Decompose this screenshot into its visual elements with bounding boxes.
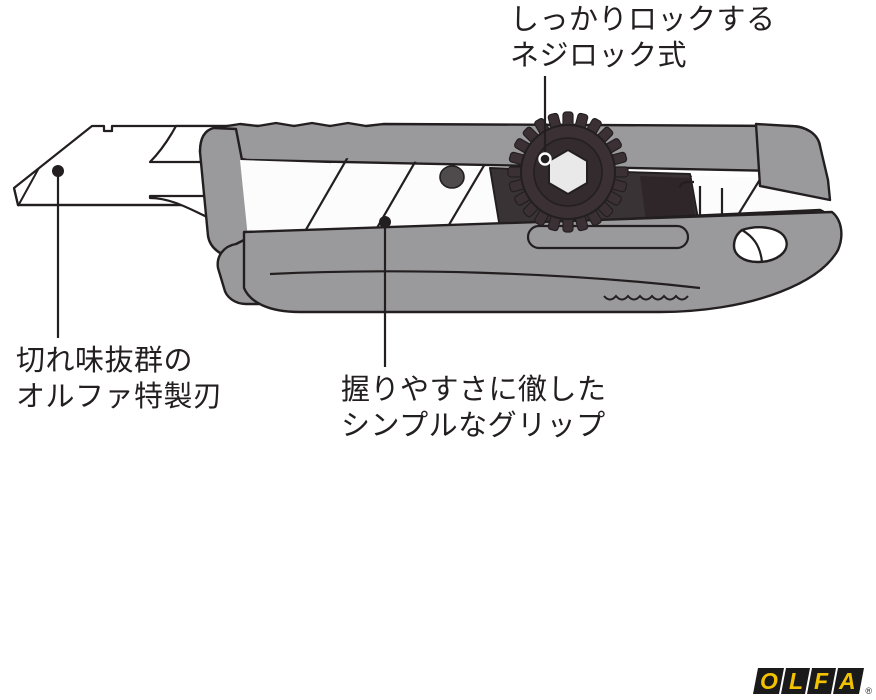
callout-grip-line1: 握りやすさに徹した xyxy=(341,374,607,406)
callout-screw-lock-line1: しっかりロックする xyxy=(510,4,776,36)
screw-lock-knob xyxy=(507,111,629,233)
olfa-letter-a: A xyxy=(838,668,856,694)
olfa-logo-mark: O L F A xyxy=(753,668,864,694)
callout-screw-lock: しっかりロックする ネジロック式 xyxy=(510,2,776,74)
olfa-letter-f: F xyxy=(814,668,829,694)
leader-dot-lock xyxy=(538,152,552,166)
callout-blade-line2: オルファ特製刃 xyxy=(16,381,223,413)
cutter-body xyxy=(198,121,843,314)
callout-grip-line2: シンプルなグリップ xyxy=(341,410,606,442)
callout-grip: 握りやすさに徹した シンプルなグリップ xyxy=(341,372,607,444)
leader-dot-grip xyxy=(379,216,391,228)
callout-leader-lines xyxy=(56,76,547,367)
leader-dot-blade xyxy=(52,165,64,177)
callout-screw-lock-line2: ネジロック式 xyxy=(510,40,688,72)
callout-blade: 切れ味抜群の オルファ特製刃 xyxy=(16,343,223,415)
callout-blade-line1: 切れ味抜群の xyxy=(16,345,194,377)
olfa-letter-o: O xyxy=(760,668,778,694)
registered-trademark-symbol: ® xyxy=(865,686,872,696)
olfa-logo: O L F A ® xyxy=(752,665,872,697)
olfa-letter-l: L xyxy=(789,668,803,694)
